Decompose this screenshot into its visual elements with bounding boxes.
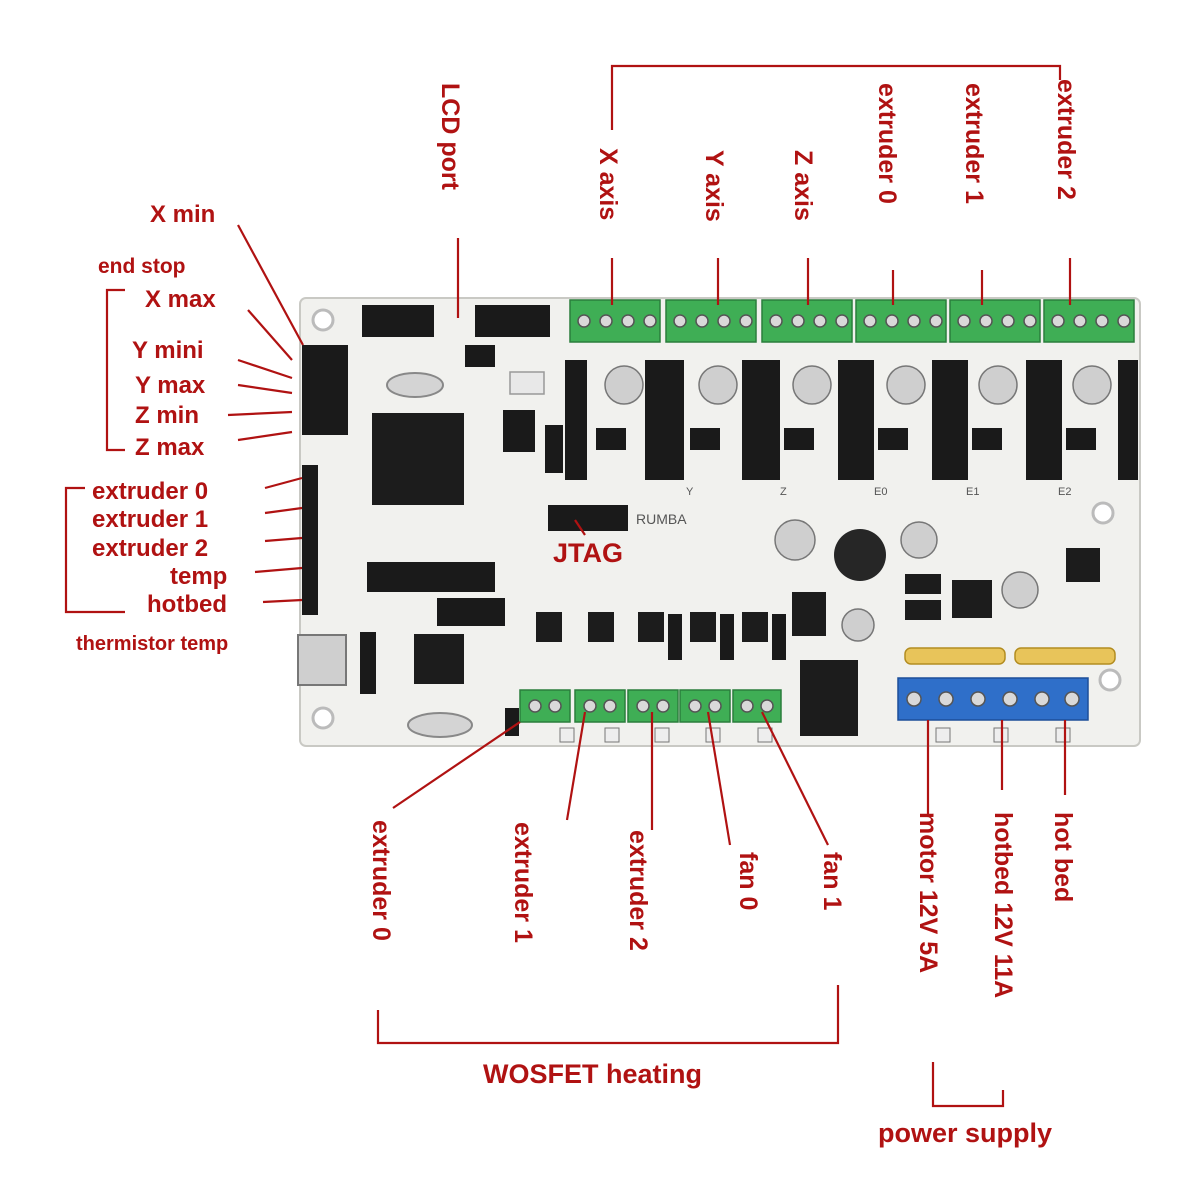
diode-1 bbox=[905, 574, 941, 594]
usb-port bbox=[297, 634, 347, 686]
lcd-header-1 bbox=[362, 305, 434, 337]
label-end-stop: end stop bbox=[98, 255, 186, 278]
relay-chip bbox=[800, 660, 858, 736]
label-hot-bed: hot bed bbox=[1049, 812, 1077, 902]
label-z-max: Z max bbox=[135, 434, 205, 461]
label-z-axis: Z axis bbox=[789, 150, 817, 221]
label-thermistor-temp: thermistor temp bbox=[76, 633, 228, 655]
silk-e2: E2 bbox=[1058, 486, 1071, 498]
reset-button bbox=[509, 371, 545, 395]
label-x-axis: X axis bbox=[594, 148, 622, 220]
driver-capacitors bbox=[604, 365, 1112, 405]
coin-cell bbox=[834, 529, 886, 581]
silk-e1: E1 bbox=[966, 486, 979, 498]
diode-2 bbox=[905, 600, 941, 620]
label-hotbed-12v: hotbed 12V 11A bbox=[989, 812, 1017, 998]
thermistor-header bbox=[302, 465, 318, 615]
wosfet-bracket bbox=[376, 985, 840, 1045]
usb-chip bbox=[414, 634, 464, 684]
rumba-board: Y Z E0 E1 E2 RUMBA bbox=[297, 297, 1141, 747]
label-heat-extruder-1: extruder 1 bbox=[509, 822, 537, 943]
mosfets bbox=[536, 592, 826, 660]
endstop-bracket bbox=[105, 288, 125, 452]
motor-terminal-screws bbox=[577, 314, 1131, 328]
labels: X min end stop X max Y mini Y max Z min … bbox=[76, 79, 1080, 1148]
small-header-3 bbox=[545, 425, 563, 473]
driver-dip-switches bbox=[596, 428, 1096, 450]
label-therm-temp: temp bbox=[170, 563, 227, 590]
cap-4 bbox=[1001, 571, 1039, 609]
power-terminal-screws bbox=[906, 691, 1080, 707]
small-header-2 bbox=[503, 410, 535, 452]
thermistor-bracket bbox=[64, 486, 125, 614]
label-motor-12v: motor 12V 5A bbox=[914, 812, 942, 973]
silk-z: Z bbox=[780, 486, 787, 498]
exp-header-1 bbox=[367, 562, 495, 592]
label-therm-hotbed: hotbed bbox=[147, 591, 227, 618]
fuse-2 bbox=[1014, 647, 1116, 665]
label-heat-extruder-0: extruder 0 bbox=[367, 820, 395, 941]
motor-bracket bbox=[610, 64, 1062, 130]
silk-y: Y bbox=[686, 486, 694, 498]
label-therm-extruder-1: extruder 1 bbox=[92, 506, 208, 533]
endstop-header bbox=[302, 345, 348, 435]
label-y-mini: Y mini bbox=[132, 337, 204, 364]
label-x-max: X max bbox=[145, 286, 216, 313]
crystal-bottom bbox=[407, 712, 473, 738]
led-markers bbox=[559, 727, 1071, 743]
driver-silkscreen: Y Z E0 E1 E2 bbox=[686, 486, 1071, 498]
callout-lines bbox=[64, 64, 1072, 1108]
label-z-min: Z min bbox=[135, 402, 199, 429]
heater-terminal-screws bbox=[528, 699, 774, 713]
label-jtag: JTAG bbox=[553, 538, 623, 568]
mount-hole-r bbox=[1091, 501, 1115, 525]
label-y-max: Y max bbox=[135, 372, 206, 399]
label-wosfet-heating: WOSFET heating bbox=[483, 1059, 702, 1089]
label-motor-extruder-2: extruder 2 bbox=[1052, 79, 1080, 200]
label-power-supply: power supply bbox=[878, 1118, 1052, 1148]
silk-rumba: RUMBA bbox=[636, 511, 687, 527]
power-bracket bbox=[931, 1062, 1005, 1108]
driver-sockets bbox=[565, 360, 1138, 480]
label-heat-extruder-2: extruder 2 bbox=[624, 830, 652, 951]
mount-hole-bl bbox=[311, 706, 335, 730]
label-x-min: X min bbox=[150, 201, 215, 228]
fuse-1 bbox=[904, 647, 1006, 665]
small-header-1 bbox=[465, 345, 495, 367]
cap-1 bbox=[774, 519, 816, 561]
exp-header-2 bbox=[437, 598, 505, 626]
crystal-top bbox=[386, 372, 444, 398]
small-chip-right bbox=[1066, 548, 1100, 582]
label-lcd-port: LCD port bbox=[436, 83, 464, 191]
usb-side-header bbox=[360, 632, 376, 694]
label-therm-extruder-0: extruder 0 bbox=[92, 478, 208, 505]
silk-e0: E0 bbox=[874, 486, 887, 498]
label-motor-extruder-1: extruder 1 bbox=[960, 83, 988, 204]
inductor bbox=[952, 580, 992, 618]
label-y-axis: Y axis bbox=[700, 150, 728, 222]
label-fan-0: fan 0 bbox=[734, 852, 762, 910]
label-motor-extruder-0: extruder 0 bbox=[873, 83, 901, 204]
label-fan-1: fan 1 bbox=[818, 852, 846, 910]
cap-3 bbox=[841, 608, 875, 642]
lcd-header-2 bbox=[475, 305, 550, 337]
label-therm-extruder-2: extruder 2 bbox=[92, 535, 208, 562]
mount-hole-tl bbox=[311, 308, 335, 332]
jtag-header bbox=[548, 505, 628, 531]
mcu-chip bbox=[372, 413, 464, 505]
power-terminal bbox=[897, 677, 1089, 721]
cap-2 bbox=[900, 521, 938, 559]
mount-hole-br bbox=[1098, 668, 1122, 692]
